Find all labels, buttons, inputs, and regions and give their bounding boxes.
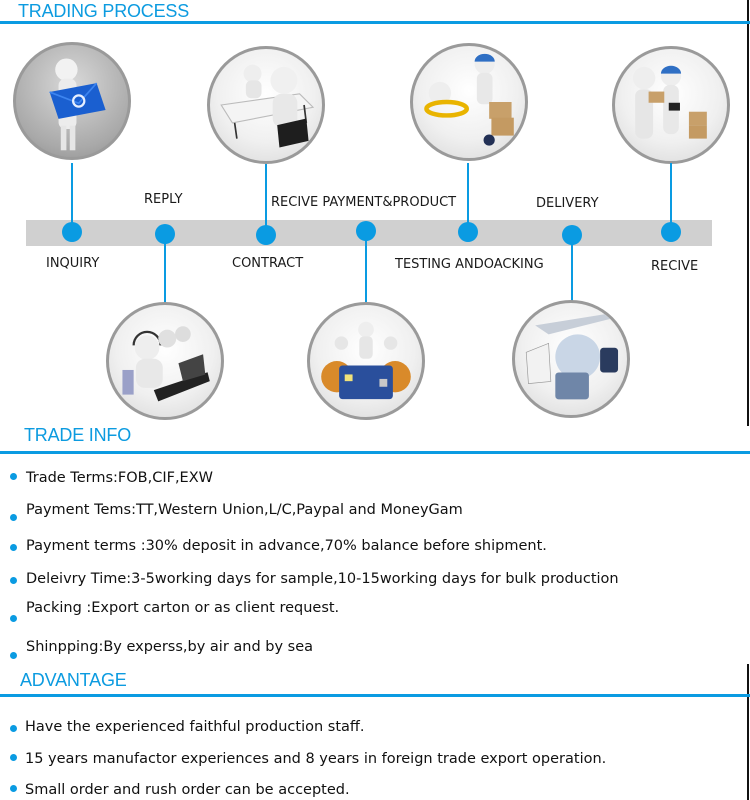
bullet-icon xyxy=(10,754,17,761)
timeline-node-contract[interactable] xyxy=(256,225,276,245)
courier-handover-package-icon xyxy=(632,65,707,139)
plane-ship-globe-luggage-icon xyxy=(525,314,619,400)
credit-card-gears-figures-icon xyxy=(321,321,411,400)
timeline-node-reply[interactable] xyxy=(155,224,175,244)
step-label-delivery: DELIVERY xyxy=(536,196,599,211)
section-divider xyxy=(0,451,750,454)
timeline-connector xyxy=(365,238,367,304)
step-image-delivery xyxy=(512,300,630,418)
step-label-reply: REPLY xyxy=(144,192,183,207)
step-label-receive: RECIVE xyxy=(651,259,699,274)
right-border-line xyxy=(747,664,749,800)
bullet-icon xyxy=(10,473,17,480)
bullet-icon xyxy=(10,514,17,521)
step-label-receive-payment-product: RECIVE PAYMENT&PRODUCT xyxy=(271,195,457,210)
email-envelope-figure-icon xyxy=(49,58,106,151)
bullet-icon xyxy=(10,544,17,551)
bullet-icon xyxy=(10,577,17,584)
step-label-testing-packing: TESTING ANDOACKING xyxy=(395,257,544,272)
timeline-connector xyxy=(670,163,672,225)
step-label-inquiry: INQUIRY xyxy=(46,256,100,271)
bullet-icon xyxy=(10,615,17,622)
step-label-contract: CONTRACT xyxy=(232,256,304,271)
timeline-node-inquiry[interactable] xyxy=(62,222,82,242)
step-image-testing-packing xyxy=(410,43,528,161)
bullet-icon xyxy=(10,652,17,659)
section-title-advantage: ADVANTAGE xyxy=(20,670,127,690)
step-image-inquiry xyxy=(13,42,131,160)
bullet-icon xyxy=(10,785,17,792)
timeline-node-testing-packing[interactable] xyxy=(458,222,478,242)
step-image-contract xyxy=(207,46,325,164)
bullet-icon xyxy=(10,725,17,732)
section-divider xyxy=(0,694,750,697)
timeline-node-receive-payment-product[interactable] xyxy=(356,221,376,241)
timeline-connector xyxy=(265,164,267,226)
section-title-trade-info: TRADE INFO xyxy=(24,425,132,445)
timeline-connector xyxy=(71,163,73,225)
timeline-node-delivery[interactable] xyxy=(562,225,582,245)
timeline-node-receive[interactable] xyxy=(661,222,681,242)
step-image-receive-payment-product xyxy=(307,302,425,420)
call-center-headset-figures-icon xyxy=(122,326,210,402)
meeting-table-figures-icon xyxy=(220,64,315,148)
timeline-connector xyxy=(164,240,166,304)
timeline-connector xyxy=(571,242,573,304)
right-border-line xyxy=(747,0,749,426)
section-title-trading-process: TRADING PROCESS xyxy=(18,1,190,21)
section-divider xyxy=(0,21,750,24)
step-image-reply xyxy=(106,302,224,420)
magnifier-handtruck-boxes-icon xyxy=(424,53,514,146)
timeline-connector xyxy=(467,163,469,225)
step-image-receive xyxy=(612,46,730,164)
